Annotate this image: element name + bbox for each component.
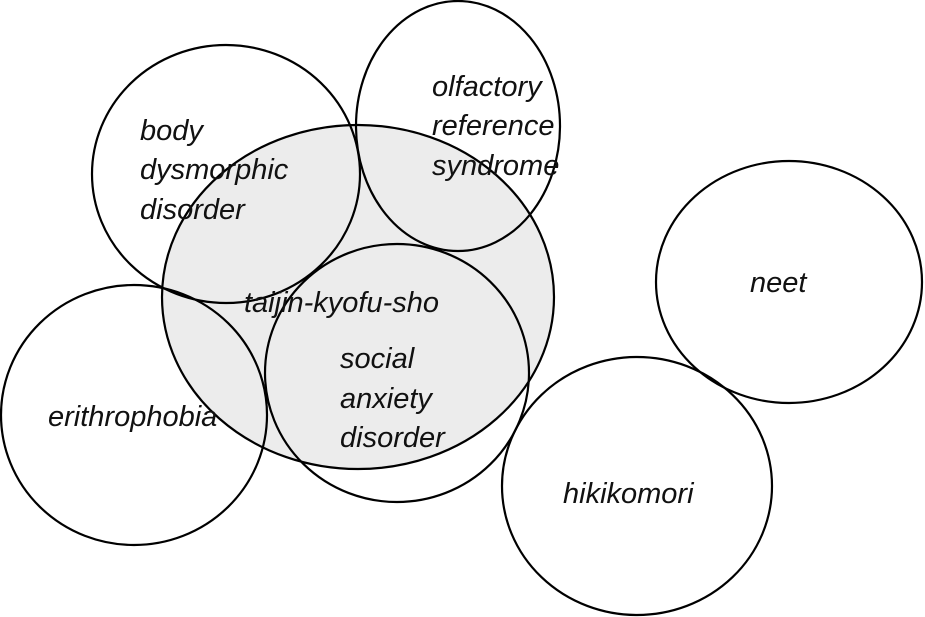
taijin-kyofu-sho-circle <box>160 123 556 471</box>
social-anxiety-disorder-label: social anxiety disorder <box>340 343 446 454</box>
hikikomori-label: hikikomori <box>563 478 695 510</box>
label-line: reference <box>432 110 555 142</box>
taijin-kyofu-sho-label: taijin-kyofu-sho <box>244 287 439 319</box>
body-dysmorphic-disorder-label: body dysmorphic disorder <box>140 115 296 226</box>
social-anxiety-disorder-circle <box>263 242 531 504</box>
label-line: social <box>340 343 416 375</box>
olfactory-reference-syndrome-circle <box>354 0 562 253</box>
hikikomori-circle <box>500 355 774 617</box>
label-line: olfactory <box>432 71 543 103</box>
olfactory-reference-syndrome-label: olfactory reference syndrome <box>432 71 563 182</box>
erithrophobia-label: erithrophobia <box>48 401 217 433</box>
label-line: disorder <box>140 194 246 226</box>
neet-circle <box>654 159 924 405</box>
neet-label: neet <box>750 267 808 299</box>
body-dysmorphic-disorder-circle <box>90 43 362 305</box>
label-line: anxiety <box>340 383 433 415</box>
erithrophobia-circle <box>0 283 269 547</box>
label-line: body <box>140 115 204 147</box>
label-line: syndrome <box>432 150 559 182</box>
label-line: disorder <box>340 422 446 454</box>
label-line: dysmorphic <box>140 154 289 186</box>
